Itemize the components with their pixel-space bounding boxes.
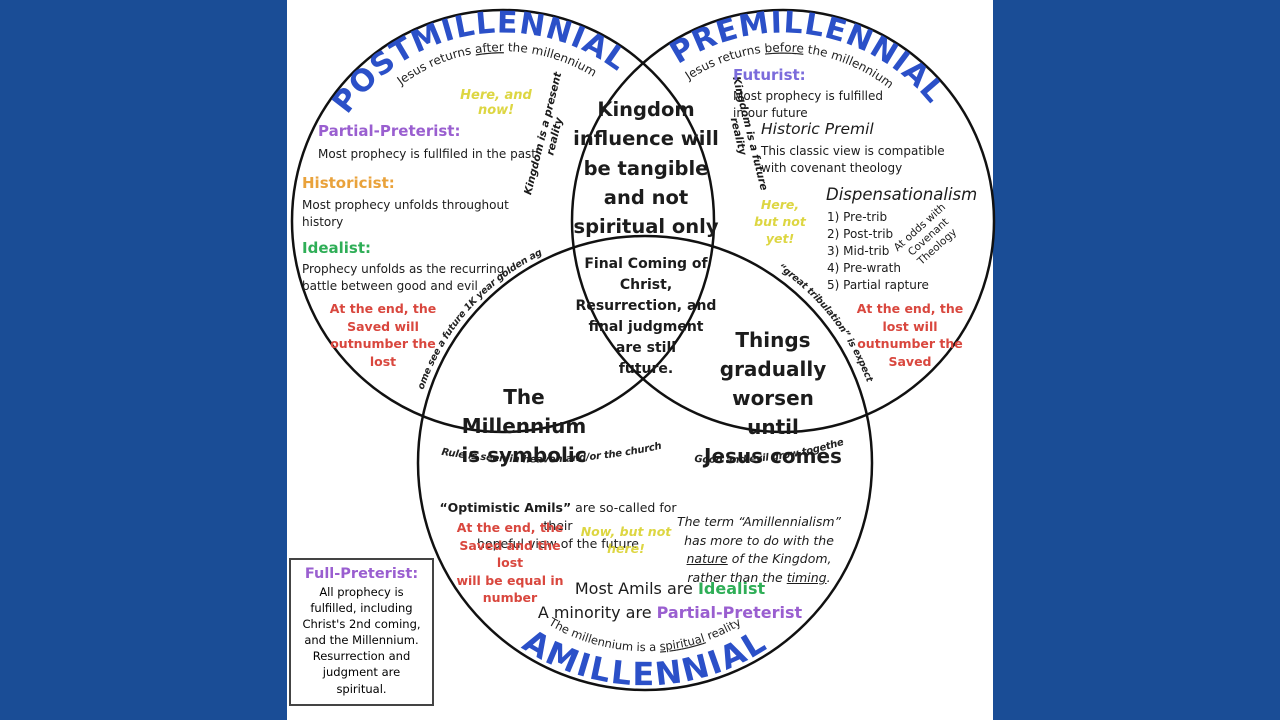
lost-outnumber-note: At the end, the lost will outnumber the … (856, 301, 964, 369)
dispensationalism-label: Dispensationalism (826, 185, 978, 204)
here-and-now-note: Here, and now! (460, 88, 532, 118)
kingdom-influence-heading: Kingdom influence will be tangible and n… (573, 98, 719, 238)
millennium-symbolic-heading: The Millennium is symbolic (461, 385, 587, 467)
most-amils-text: Most Amils are (574, 579, 698, 598)
minority-partial-preterist: Partial-Preterist (656, 603, 803, 622)
center-common-belief: Final Coming of Christ, Resurrection, an… (575, 256, 717, 377)
term-note-underlined: nature (686, 551, 728, 567)
amillennialism-term-note: The term “Amillennialism” has more to do… (674, 494, 844, 588)
historicist-text: Most prophecy unfolds throughout history (302, 198, 509, 230)
saved-outnumber-note: At the end, the Saved will outnumber the… (329, 301, 437, 369)
term-note-underlined: timing (786, 570, 827, 585)
futurist-text: Most prophecy is fulfilled in our future (733, 89, 884, 121)
term-note-part: . (826, 570, 831, 585)
partial-preterist-text: Most prophecy is fullfiled in the past (318, 147, 537, 161)
partial-preterist-label: Partial-Preterist: (318, 122, 461, 140)
dispensationalism-list: 1) Pre-trib 2) Post-trib 3) Mid-trib 4) … (827, 209, 929, 294)
historicist-label: Historicist: (302, 174, 395, 192)
equal-number-note: At the end, the Saved and the lost will … (456, 520, 564, 605)
now-not-here-note: Now, but not here! (580, 524, 672, 556)
list-item: 1) Pre-trib (827, 210, 888, 224)
term-note-part: The term “Amillennialism” has more to do… (676, 513, 842, 548)
full-preterist-label: Full-Preterist: (304, 566, 419, 582)
historic-premil-label: Historic Premil (761, 120, 874, 138)
idealist-text: Prophecy unfolds as the recurring battle… (302, 262, 505, 294)
list-item: 4) Pre-wrath (827, 261, 901, 275)
here-not-yet-note: Here, but not yet! (754, 197, 806, 246)
minority-line: A minority are Partial-Preterist (520, 603, 820, 622)
most-amils-idealist: Idealist (697, 579, 766, 598)
list-item: 3) Mid-trib (827, 244, 890, 258)
list-item: 5) Partial rapture (827, 278, 929, 292)
things-worsen-heading: Things gradually worsen until Jesus come… (704, 328, 842, 468)
idealist-label: Idealist: (302, 239, 371, 257)
optimistic-amils-bold: “Optimistic Amils” (439, 500, 572, 516)
term-note-part: of the Kingdom, rather than the (687, 551, 832, 585)
full-preterist-box: Full-Preterist: All prophecy is fulfille… (289, 558, 434, 706)
minority-text: A minority are (537, 603, 657, 622)
historic-premil-text: This classic view is compatible with cov… (761, 144, 945, 176)
list-item: 2) Post-trib (827, 227, 894, 241)
futurist-label: Futurist: (733, 66, 806, 84)
most-amils-line: Most Amils are Idealist (520, 579, 820, 598)
full-preterist-text: All prophecy is fulfilled, including Chr… (302, 585, 421, 696)
optimistic-amils-rest: are so-called for their hopeful view of … (477, 500, 677, 552)
optimistic-amils-note: “Optimistic Amils” are so-called for the… (430, 481, 686, 554)
